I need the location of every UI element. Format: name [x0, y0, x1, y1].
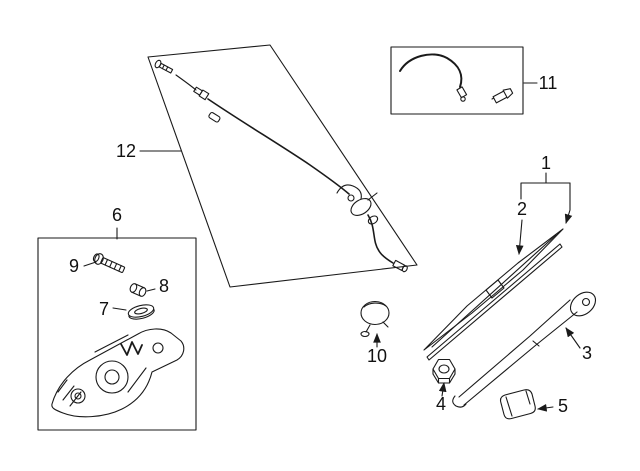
arm-joint-tick	[532, 340, 540, 347]
bracket-1-right-leg	[564, 182, 573, 224]
wiper-motor-drawing	[51, 328, 185, 418]
callout-9: 9	[69, 256, 79, 276]
motor-hatching	[57, 379, 82, 407]
leader-2	[515, 219, 524, 255]
hose-nozzle-cluster	[336, 184, 379, 225]
arm-hook	[452, 395, 467, 408]
motor-detail-lines	[94, 334, 147, 393]
bolt-drawing	[92, 253, 126, 273]
hose-path-lower	[367, 214, 394, 264]
leader-9	[83, 261, 97, 267]
end-cap-drawing	[499, 389, 536, 420]
arm-lower-edge	[463, 311, 578, 406]
callout-1: 1	[541, 153, 551, 173]
hose-end-fitting	[392, 259, 408, 273]
hose-segment-short	[175, 74, 197, 91]
callout-3: 3	[582, 343, 592, 363]
callout-4: 4	[436, 394, 446, 414]
callout-12: 12	[116, 141, 136, 161]
hose-connector	[193, 86, 210, 101]
rear-washer-hose-drawing	[399, 53, 514, 104]
motor-bracket-outline	[51, 328, 185, 418]
callout-labels: 1 2 3 4 5 6 7 8 9 10 11 12	[69, 73, 592, 416]
callout-2: 2	[517, 199, 527, 219]
leader-3	[565, 327, 581, 349]
leader-7	[112, 307, 127, 311]
hose-kit-box	[147, 44, 418, 288]
blade-clip	[485, 279, 505, 299]
callout-leaders	[83, 82, 581, 412]
motor-kit-drawing	[51, 253, 185, 418]
arm-upper-edge	[458, 299, 571, 398]
motor-mark	[120, 341, 143, 356]
rear-hose-clip	[460, 96, 466, 102]
group-boxes	[37, 44, 524, 431]
hose-grommet-small	[208, 112, 221, 123]
blade-spine	[431, 234, 557, 348]
wiper-arm-drawing	[452, 291, 597, 408]
leader-4	[438, 382, 447, 397]
arm-pivot-hole	[581, 297, 591, 307]
callout-7: 7	[99, 299, 109, 319]
leader-5	[537, 404, 554, 412]
washer-hose-assembly-drawing	[154, 59, 408, 273]
nut-drawing	[432, 358, 456, 384]
blade-outline	[423, 228, 564, 351]
callout-10: 10	[367, 346, 387, 366]
callout-6: 6	[112, 205, 122, 225]
hose-fitting-a	[154, 59, 174, 74]
rear-nozzle	[491, 88, 514, 104]
pivot-cap-drawing	[360, 300, 390, 338]
callout-8: 8	[159, 276, 169, 296]
seal-ring-drawing	[127, 304, 155, 320]
hose-path-upper	[207, 98, 350, 195]
leader-8	[146, 288, 156, 292]
rear-hose-end-fitting	[456, 86, 468, 99]
bracket-1	[520, 172, 571, 200]
rear-hose-path	[399, 53, 463, 88]
wiper-blade-drawing	[423, 228, 564, 361]
callout-11: 11	[539, 73, 558, 93]
blade-refill	[426, 243, 563, 361]
rear-hose-box	[390, 46, 524, 115]
cap-drawing	[129, 283, 147, 297]
callout-5: 5	[558, 396, 568, 416]
arm-pivot-head	[569, 291, 597, 317]
